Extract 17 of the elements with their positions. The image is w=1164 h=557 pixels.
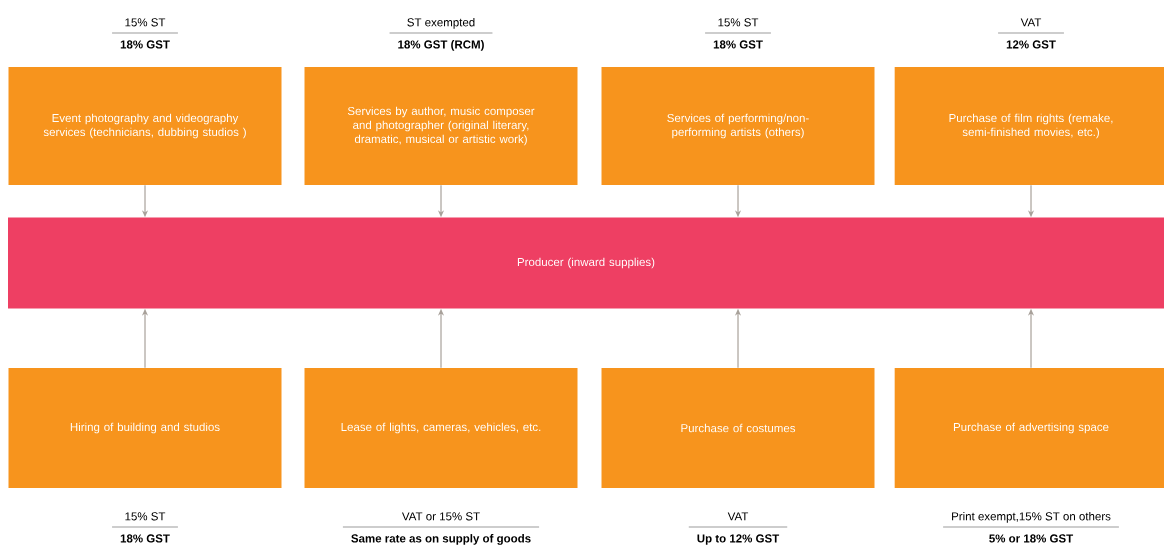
rate-caption: 15% ST 18% GST <box>111 512 179 543</box>
service-box: Hiring of building and studios <box>8 368 282 488</box>
rate-caption: VAT Up to 12% GST <box>688 512 788 545</box>
service-box: Purchase of advertising space <box>894 368 1164 488</box>
rate-caption: Print exempt,15% ST on others 5% or 18% GST <box>942 511 1120 543</box>
rate-caption: 15% ST 18% GST <box>704 18 772 49</box>
service-box: Event photography and videography services (technicians, dubbing studios ) <box>8 67 282 185</box>
service-box: Lease of lights, cameras, vehicles, etc. <box>304 368 578 488</box>
rate-caption: ST exempted 18% GST (RCM) <box>389 17 493 51</box>
service-box: Purchase of film rights (remake, semi-finished movies, etc.) <box>894 67 1164 185</box>
service-box: Services by author, music composer and photographer (original literary, dramatic, musical or artistic work) <box>304 67 578 185</box>
rate-caption: VAT or 15% ST Same rate as on supply of goods <box>342 512 540 545</box>
service-box: Purchase of costumes <box>601 368 875 488</box>
rate-caption: 15% ST 18% GST <box>111 18 179 49</box>
producer-band: Producer (inward supplies) <box>8 217 1164 309</box>
service-box: Services of performing/non-performing artists (others) <box>601 67 875 185</box>
rate-caption: VAT 12% GST <box>997 18 1065 49</box>
